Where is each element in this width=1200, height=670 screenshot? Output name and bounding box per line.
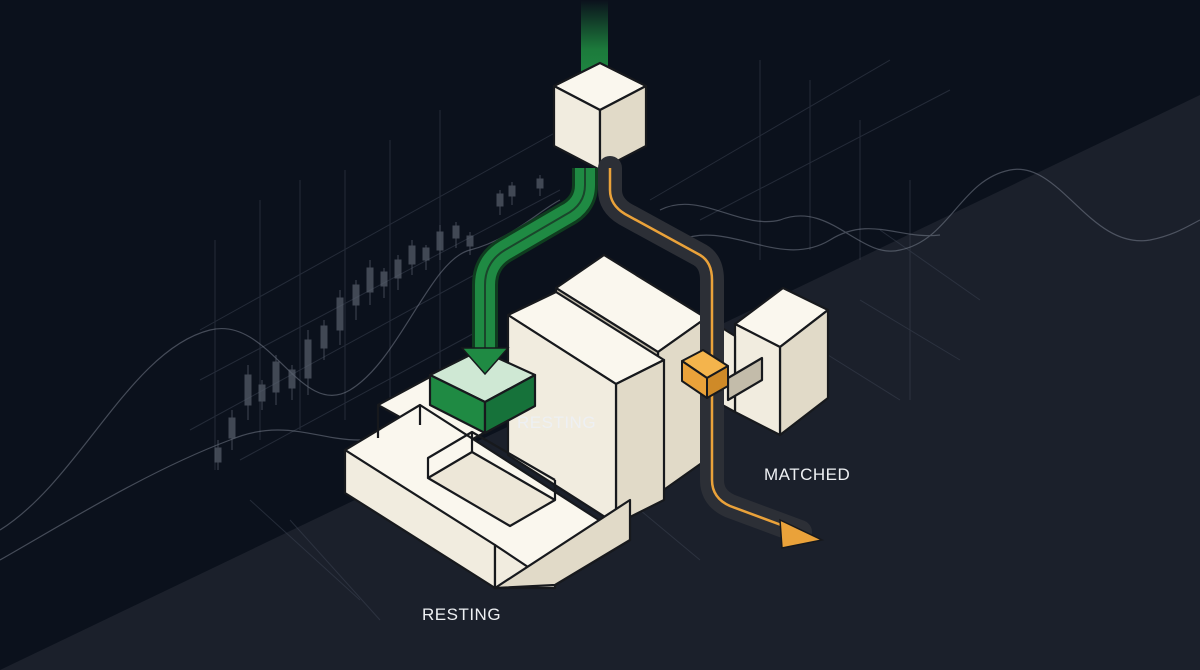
background-grid xyxy=(189,59,981,621)
incoming-order-cube-icon xyxy=(552,61,648,172)
resting-arrow-icon xyxy=(460,347,510,376)
resting-label-top: RESTING xyxy=(517,413,597,432)
matched-path xyxy=(608,168,801,534)
resting-label-bottom: RESTING xyxy=(422,605,502,624)
resting-order-block xyxy=(428,348,537,435)
matched-order-cube xyxy=(681,349,729,399)
background-trend-lines xyxy=(0,168,1200,561)
matched-arrow-icon xyxy=(779,518,825,549)
background-candlesticks xyxy=(214,175,544,470)
resting-path-center xyxy=(484,168,586,355)
matched-label: MATCHED xyxy=(764,465,851,484)
